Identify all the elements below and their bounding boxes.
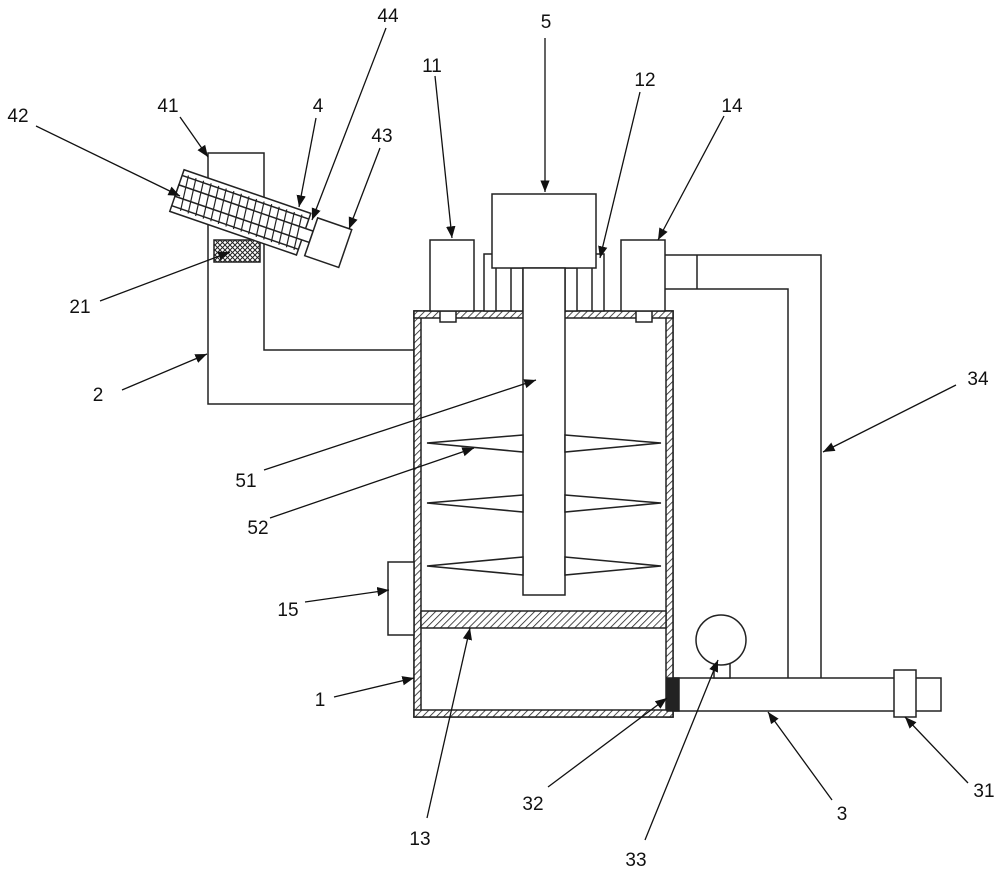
label-14: 14 <box>721 96 743 117</box>
label-3: 3 <box>837 804 848 825</box>
reference-labels: 5 11 12 14 34 51 52 15 1 13 32 33 3 31 2… <box>7 6 994 871</box>
label-43: 43 <box>371 126 392 147</box>
label-5: 5 <box>541 12 552 33</box>
stirring-motor <box>491 193 597 269</box>
motor-support-right <box>564 267 578 312</box>
stirring-shaft <box>522 267 566 596</box>
pipe-mesh-screen <box>213 239 261 263</box>
label-33: 33 <box>625 850 646 871</box>
label-34: 34 <box>967 369 989 390</box>
label-2: 2 <box>93 385 104 406</box>
pressure-gauge <box>695 614 747 679</box>
pipe-filter-32 <box>666 677 680 712</box>
screw-feeder <box>168 168 353 269</box>
label-31: 31 <box>973 781 994 802</box>
feeder-motor <box>303 216 353 269</box>
label-52: 52 <box>247 518 268 539</box>
label-41: 41 <box>157 96 178 117</box>
return-pipe <box>665 254 822 678</box>
motor-support-left <box>510 267 524 312</box>
label-15: 15 <box>277 600 298 621</box>
label-4: 4 <box>313 96 324 117</box>
side-box <box>387 561 415 636</box>
leader-lines <box>35 27 969 841</box>
outlet-valve <box>893 669 917 718</box>
outlet-fitting-14 <box>620 239 666 312</box>
label-32: 32 <box>522 794 543 815</box>
label-42: 42 <box>7 106 28 127</box>
label-44: 44 <box>377 6 399 27</box>
label-1: 1 <box>315 690 326 711</box>
label-11: 11 <box>422 56 442 77</box>
stirring-blades <box>426 434 662 576</box>
filter-plate <box>420 610 667 629</box>
label-21: 21 <box>69 297 90 318</box>
label-12: 12 <box>634 70 655 91</box>
inlet-fitting-11 <box>429 239 475 312</box>
label-51: 51 <box>235 471 256 492</box>
screw-blades <box>179 175 303 251</box>
label-13: 13 <box>409 829 430 850</box>
